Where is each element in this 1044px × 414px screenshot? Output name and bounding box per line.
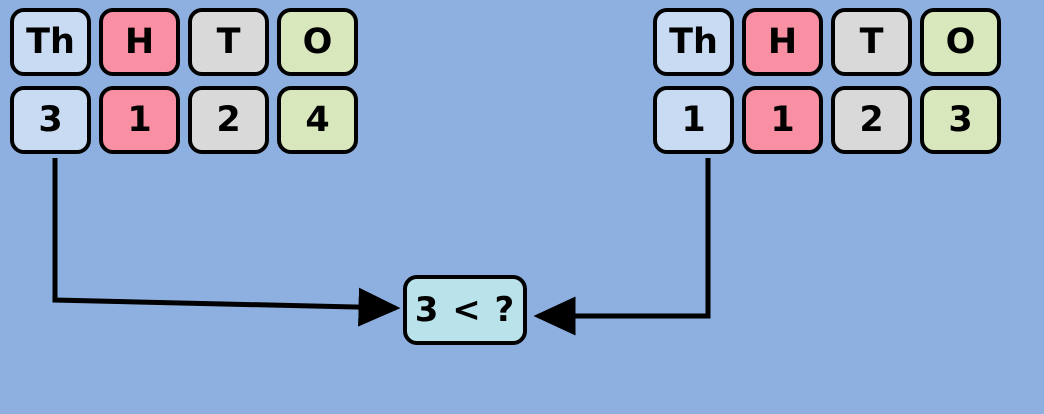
place-value-header-row-left: Th H T O — [10, 8, 358, 76]
place-value-header-row-right: Th H T O — [653, 8, 1001, 76]
header-cell-hundreds-left: H — [99, 8, 180, 76]
header-cell-ones-right: O — [920, 8, 1001, 76]
connector-left-arrow — [52, 158, 401, 327]
header-cell-thousands-right: Th — [653, 8, 734, 76]
place-value-group-left: Th H T O 3 1 2 4 — [10, 8, 358, 154]
digit-cell-hundreds-left[interactable]: 1 — [99, 86, 180, 154]
header-cell-hundreds-right: H — [742, 8, 823, 76]
header-cell-tens-right: T — [831, 8, 912, 76]
digit-cell-thousands-right[interactable]: 1 — [653, 86, 734, 154]
digit-cell-tens-right[interactable]: 2 — [831, 86, 912, 154]
digit-cell-ones-left[interactable]: 4 — [277, 86, 358, 154]
connector-right-arrow — [533, 158, 711, 336]
place-value-digit-row-right: 1 1 2 3 — [653, 86, 1001, 154]
header-cell-tens-left: T — [188, 8, 269, 76]
place-value-group-right: Th H T O 1 1 2 3 — [653, 8, 1001, 154]
comparison-box[interactable]: 3 < ? — [403, 275, 527, 345]
digit-cell-thousands-left[interactable]: 3 — [10, 86, 91, 154]
place-value-digit-row-left: 3 1 2 4 — [10, 86, 358, 154]
digit-cell-ones-right[interactable]: 3 — [920, 86, 1001, 154]
digit-cell-tens-left[interactable]: 2 — [188, 86, 269, 154]
header-cell-ones-left: O — [277, 8, 358, 76]
header-cell-thousands-left: Th — [10, 8, 91, 76]
digit-cell-hundreds-right[interactable]: 1 — [742, 86, 823, 154]
